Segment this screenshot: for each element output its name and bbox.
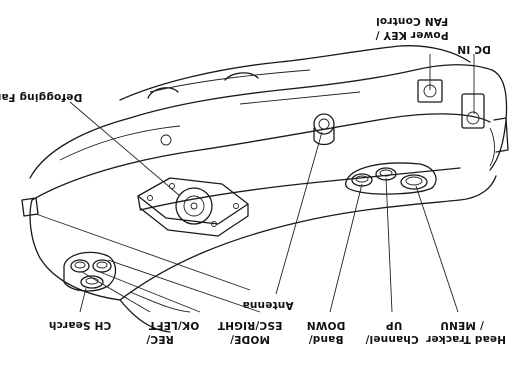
goggle-body: [21, 45, 509, 333]
label-power-key: Power KEY /: [375, 29, 448, 41]
label-fan-control: FAN Control: [376, 15, 448, 27]
label-channel: Channel/: [365, 333, 418, 345]
label-down: DOWN: [307, 319, 346, 331]
label-head-tracker: Head Tracker: [425, 333, 506, 345]
label-mode: MODE/: [230, 333, 270, 345]
antenna-connector: [313, 113, 335, 146]
label-ok-left: OK/LEFT: [148, 319, 199, 331]
label-band: Band/: [309, 333, 344, 345]
labels: DC IN Power KEY / FAN Control Defogging …: [0, 15, 506, 345]
label-ch-search: CH Search: [49, 319, 112, 331]
defogging-fan: [137, 177, 249, 237]
label-rec: REC/: [146, 333, 174, 345]
label-up: UP: [386, 319, 403, 331]
label-defogging-fan: Defogging Fan: [0, 91, 82, 103]
label-esc-right: ESC/RIGHT: [217, 319, 282, 331]
bottom-button-cluster: [63, 251, 117, 292]
leader-lines: [35, 54, 475, 313]
label-dc-in: DC IN: [457, 43, 491, 55]
label-menu: / MENU: [440, 319, 484, 331]
label-antenna: Antenna: [242, 299, 293, 311]
